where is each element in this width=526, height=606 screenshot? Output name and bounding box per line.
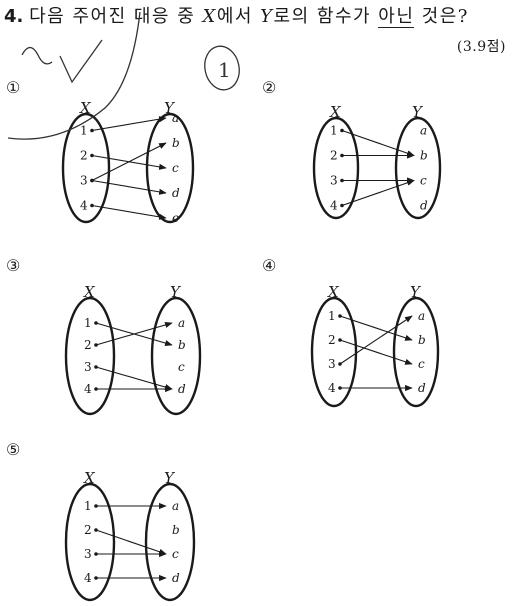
set-x-label: X (83, 469, 96, 487)
element-y-b: b (418, 333, 426, 347)
element-x-2: 2 (84, 338, 92, 352)
set-x-oval (312, 116, 360, 220)
element-x-2: 2 (328, 333, 336, 347)
question-line: 4. 다음 주어진 대응 중 X에서 Y로의 함수가 아닌 것은? (4, 2, 522, 32)
arrow-3-a (339, 315, 413, 365)
set-y-label: Y (410, 283, 422, 301)
element-x-2: 2 (330, 149, 338, 163)
arrow-1-b (341, 129, 415, 157)
question-text: 다음 주어진 대응 중 X에서 Y로의 함수가 아닌 것은? (29, 6, 469, 28)
element-y-d: d (172, 186, 180, 200)
point-value: (3.9점) (456, 39, 506, 55)
set-x-label: X (329, 103, 342, 121)
check-mark (59, 39, 103, 84)
arrow-4-c (341, 179, 415, 207)
element-y-b: b (172, 136, 180, 150)
option-number-2[interactable]: ② (262, 78, 277, 97)
set-y-oval (150, 296, 202, 416)
arrow-2-a (95, 321, 173, 346)
arrow-3-b (91, 142, 167, 181)
set-y-label: Y (412, 103, 424, 121)
underlined-word: 아닌 (378, 6, 415, 28)
arrow-4-e (91, 204, 167, 220)
element-y-c: c (172, 547, 179, 561)
element-x-1: 1 (84, 316, 92, 330)
element-x-1: 1 (330, 124, 338, 138)
element-x-4: 4 (84, 382, 92, 396)
element-y-c: c (418, 357, 425, 371)
element-x-1: 1 (84, 499, 92, 513)
set-y-oval (392, 296, 440, 408)
element-y-b: b (172, 523, 180, 537)
element-y-d: d (178, 382, 186, 396)
element-x-4: 4 (80, 199, 88, 213)
element-x-3: 3 (80, 174, 88, 188)
set-x-oval (61, 112, 111, 224)
element-x-3: 3 (84, 360, 92, 374)
check-scribble (21, 46, 53, 65)
element-x-3: 3 (328, 357, 336, 371)
element-x-4: 4 (328, 381, 336, 395)
element-y-a: a (418, 309, 425, 323)
element-x-1: 1 (328, 309, 336, 323)
option-number-4[interactable]: ④ (262, 256, 277, 275)
option-number-1[interactable]: ① (6, 78, 21, 97)
element-y-b: b (178, 338, 186, 352)
element-x-4: 4 (330, 199, 338, 213)
arrow-1-a (91, 116, 167, 132)
set-y-oval (144, 482, 196, 602)
element-y-c: c (420, 174, 427, 188)
mapping-diagrams: X1234YabcdeX1234YabcdX1234YabcdX1234Yabc… (61, 99, 442, 602)
element-x-4: 4 (84, 571, 92, 585)
set-y-oval (145, 112, 195, 224)
element-y-a: a (172, 111, 179, 125)
answer-circle (204, 45, 240, 91)
element-x-1: 1 (80, 124, 88, 138)
element-y-d: d (420, 199, 428, 213)
arrow-2-c (339, 339, 413, 365)
arrow-3-d (95, 366, 173, 391)
handwritten-answer: 1 (218, 58, 231, 82)
element-y-d: d (172, 571, 180, 585)
answer-arc (7, 11, 141, 140)
arrow-1-b (339, 315, 413, 341)
element-y-b: b (420, 149, 428, 163)
element-y-a: a (178, 316, 185, 330)
element-y-c: c (172, 161, 179, 175)
element-y-e: e (172, 211, 179, 225)
question-number: 4. (4, 6, 24, 27)
set-x-oval (64, 482, 116, 602)
set-x-label: X (327, 283, 340, 301)
arrow-3-d (91, 179, 167, 195)
set-y-oval (394, 116, 442, 220)
element-x-2: 2 (84, 523, 92, 537)
arrow-2-c (95, 529, 167, 555)
set-x-label: X (83, 283, 96, 301)
set-x-oval (310, 296, 358, 408)
set-y-label: Y (164, 469, 176, 487)
element-x-3: 3 (330, 174, 338, 188)
element-x-3: 3 (84, 547, 92, 561)
element-y-c: c (178, 360, 185, 374)
set-x-label: X (79, 99, 92, 117)
element-y-a: a (420, 124, 427, 138)
element-x-2: 2 (80, 149, 88, 163)
option-number-5[interactable]: ⑤ (6, 440, 21, 459)
set-x-oval (64, 296, 116, 416)
set-y-label: Y (164, 99, 176, 117)
element-y-d: d (418, 381, 426, 395)
element-y-a: a (172, 499, 179, 513)
option-number-3[interactable]: ③ (6, 256, 21, 275)
set-y-label: Y (170, 283, 182, 301)
handwriting-marks: 1 (7, 11, 240, 140)
